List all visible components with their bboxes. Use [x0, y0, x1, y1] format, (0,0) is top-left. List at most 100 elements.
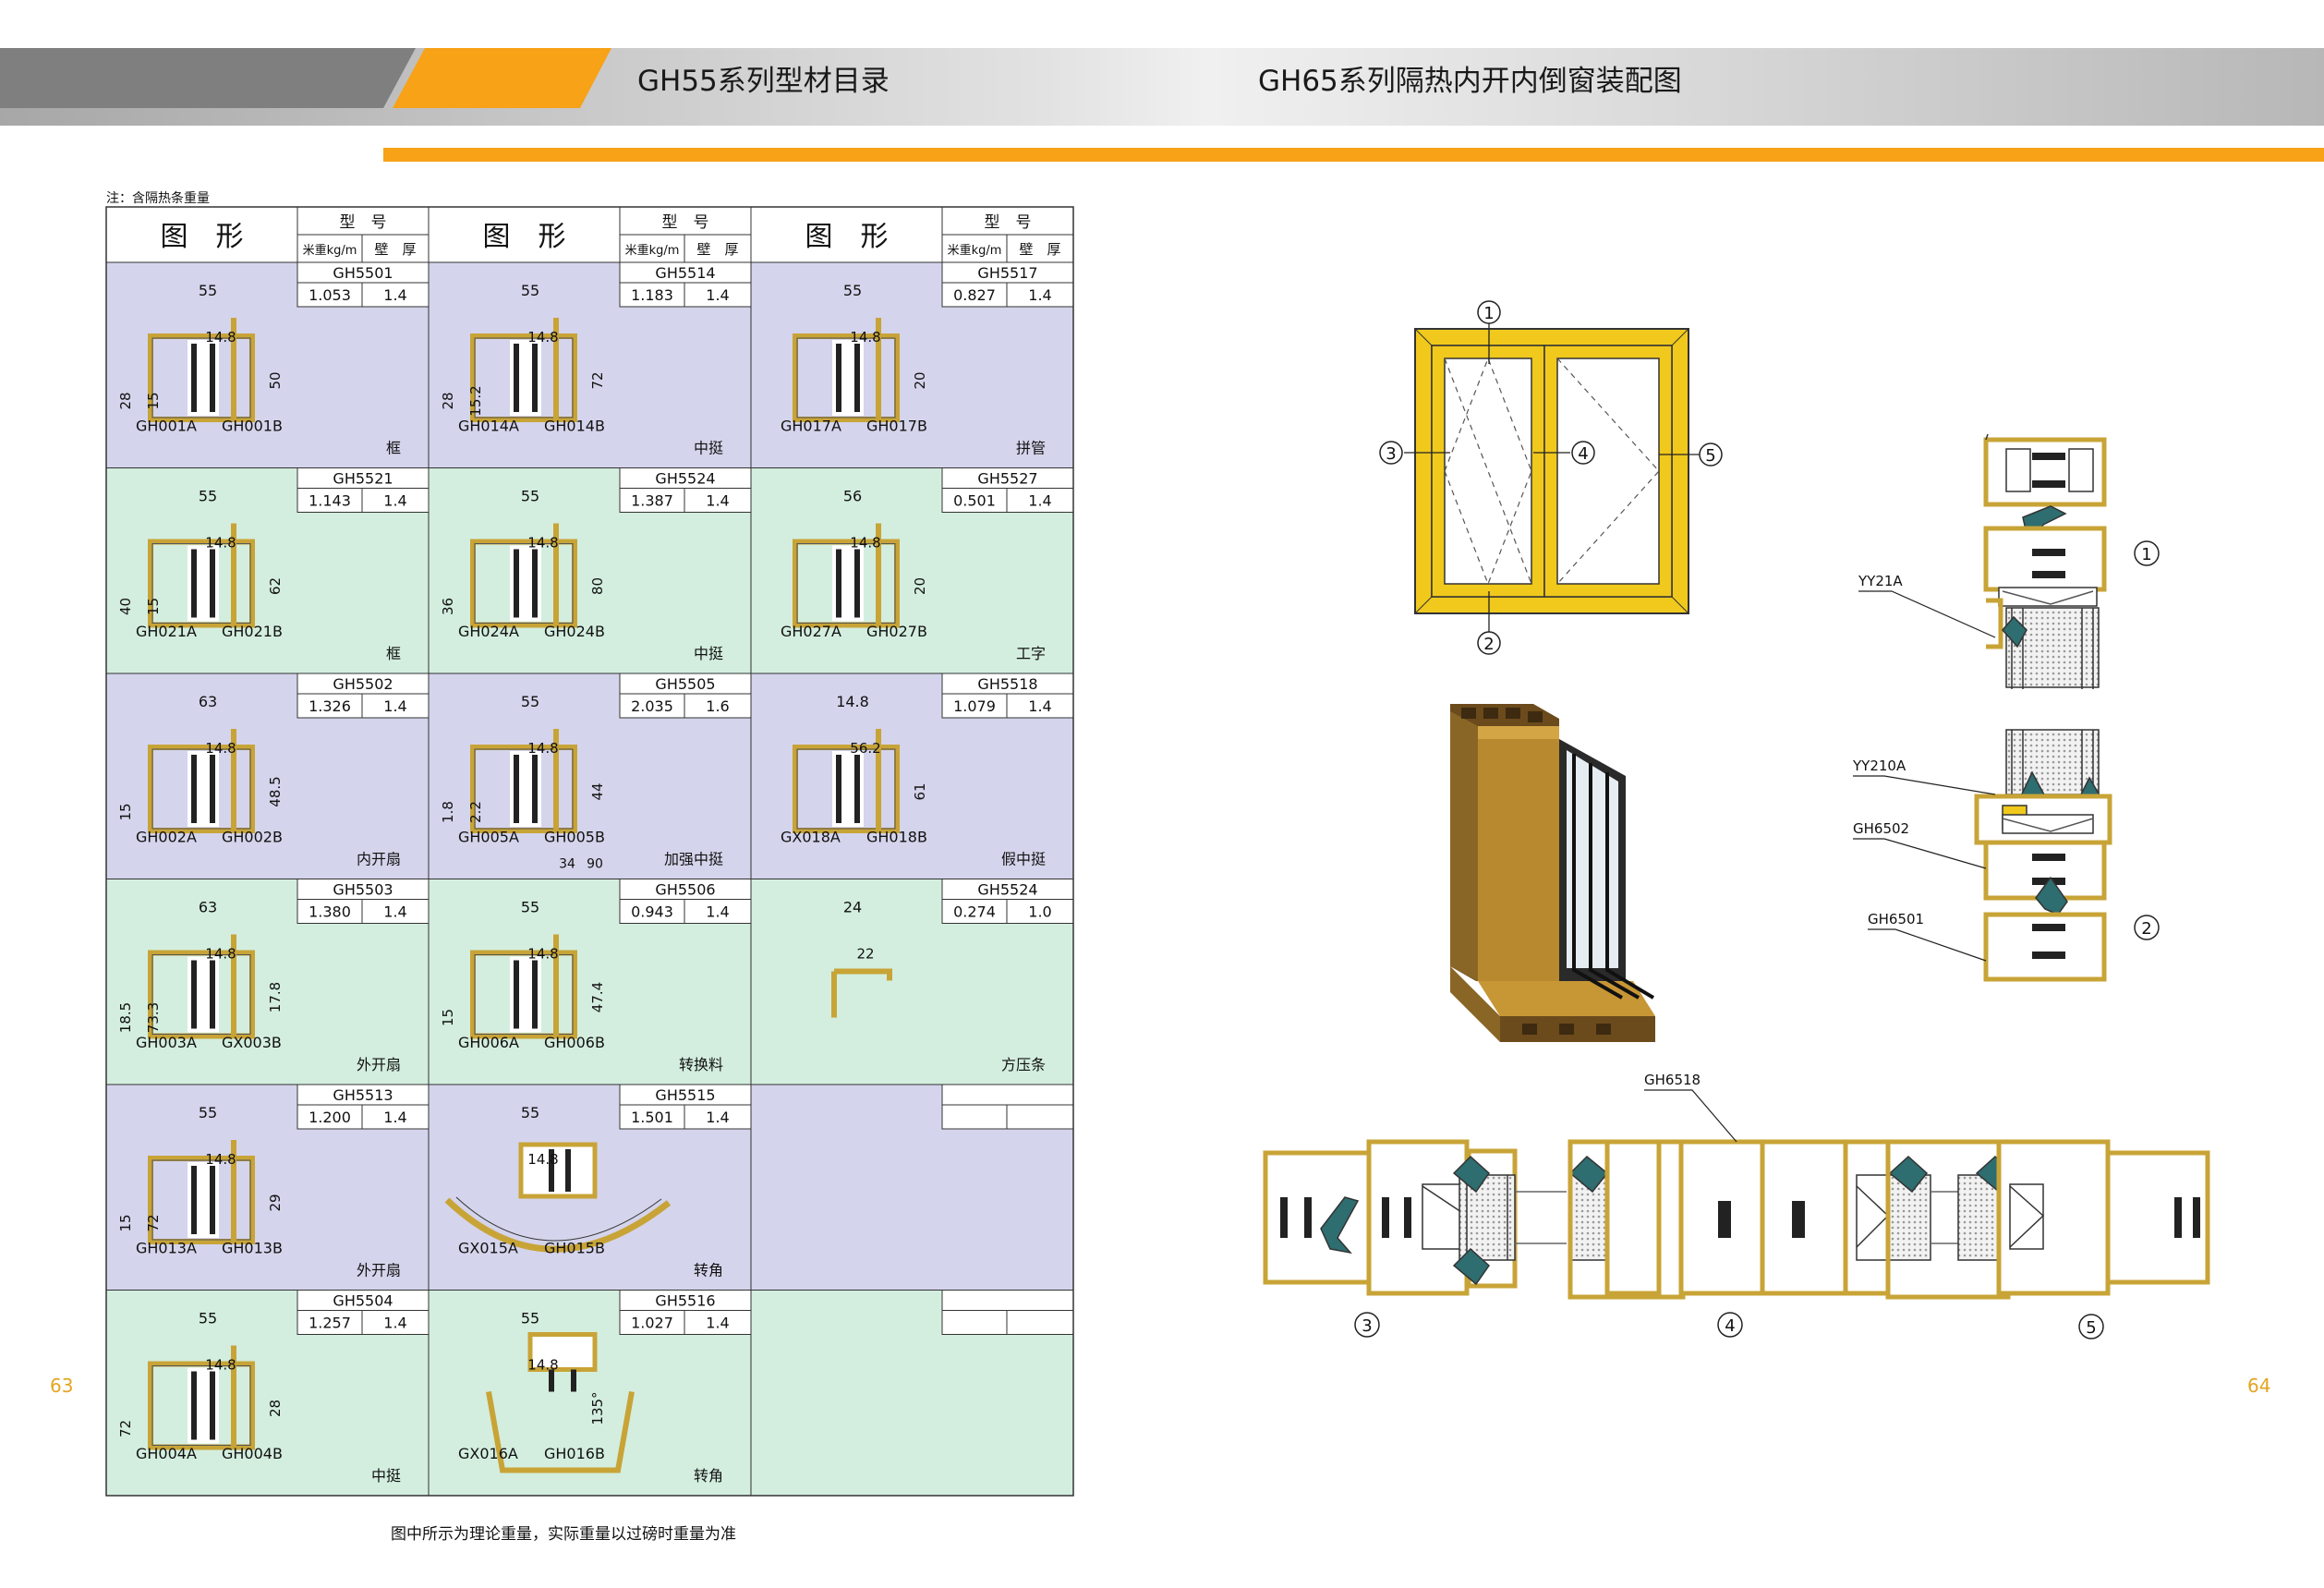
- dim-inner: 2.2: [467, 801, 484, 823]
- part-code-a: GX015A: [458, 1240, 518, 1257]
- profile-name: 框: [386, 645, 401, 662]
- profile-outline-inner: [474, 748, 574, 830]
- dim-width: 63: [199, 693, 217, 710]
- dim-side: 36: [440, 598, 456, 615]
- part-code-b: GX003B: [222, 1034, 282, 1051]
- thickness-value: 1.4: [1028, 697, 1051, 715]
- model-code: GH5521: [333, 470, 393, 488]
- dim-side: 15: [117, 1214, 134, 1231]
- profile-outline-inner: [151, 748, 251, 830]
- svg-text:5: 5: [2086, 1318, 2096, 1338]
- part-code-a: GH002A: [136, 829, 197, 846]
- left-page-title: GH55系列型材目录: [637, 65, 890, 98]
- profile-name: 中挺: [694, 440, 723, 457]
- thickness-value: 1.4: [706, 286, 729, 304]
- part-code-b: GH004B: [222, 1445, 283, 1462]
- part-code-b: GH021B: [222, 623, 283, 640]
- header-model-label: 型 号: [340, 213, 387, 232]
- model-box: [297, 261, 430, 308]
- dim-height: 62: [267, 577, 284, 595]
- thermal-strip: [532, 549, 538, 618]
- profile-outline: [148, 1361, 255, 1450]
- header-figure-label: 图 形: [805, 221, 889, 253]
- weight-value: 0.827: [953, 286, 996, 304]
- dim-height: 20: [912, 577, 928, 595]
- profile-name: 外开扇: [357, 1056, 401, 1073]
- header-weight-label: 米重kg/m: [625, 243, 680, 258]
- header-weight-label: 米重kg/m: [303, 243, 357, 258]
- thickness-value: 1.4: [706, 1109, 729, 1126]
- svg-text:3: 3: [1362, 1316, 1372, 1336]
- catalog-row-bg: [106, 879, 1073, 1085]
- dim-inner: 15: [145, 598, 162, 615]
- glazing-bead: [831, 968, 892, 1018]
- thermal-strip: [514, 344, 519, 412]
- window-elevation: [1404, 318, 1700, 636]
- dim-height: 135°: [589, 1391, 606, 1424]
- assembly-drawing: YY21A YY210A GH6502 GH6501 GH6518 1 2 3 …: [1263, 300, 2210, 1339]
- weight-value: 1.380: [309, 903, 351, 921]
- weight-value: 1.501: [631, 1109, 673, 1126]
- dim-inner: 15.2: [467, 385, 484, 416]
- profile-drawing: [793, 318, 900, 422]
- profile-name: 拼管: [1016, 440, 1046, 457]
- thickness-value: 1.4: [383, 1109, 406, 1126]
- model-code: GH5524: [977, 881, 1037, 899]
- profile-outline: [148, 333, 255, 422]
- profile-name: 框: [386, 440, 401, 457]
- part-code-a: GH006A: [458, 1034, 519, 1051]
- dim-height: 48.5: [267, 776, 284, 806]
- label-gh6501: GH6501: [1868, 911, 1924, 927]
- dim-width: 63: [199, 899, 217, 916]
- header-model-label: 型 号: [985, 213, 1032, 232]
- dim-height: 44: [589, 782, 606, 800]
- header-thickness-label: 壁 厚: [696, 241, 738, 258]
- model-box: [941, 261, 1074, 308]
- profile-outline-inner: [474, 337, 574, 418]
- catalog-header-bg: [106, 207, 1073, 262]
- svg-text:4: 4: [1725, 1316, 1735, 1336]
- part-code-b: GH016B: [544, 1445, 605, 1462]
- profile-drawing: [444, 1142, 672, 1253]
- thickness-value: 1.6: [706, 697, 729, 715]
- dim-height: 17.8: [267, 982, 284, 1012]
- thickness-value: 1.4: [706, 903, 729, 921]
- dim-width: 55: [199, 1104, 217, 1121]
- svg-text:2: 2: [1483, 635, 1494, 654]
- dim-width: 55: [521, 899, 539, 916]
- dim-width: 55: [521, 693, 539, 710]
- dim-thermal: 14.8: [527, 740, 558, 757]
- dim-thermal: 14.8: [205, 740, 236, 757]
- profile-outline: [793, 745, 900, 833]
- thermal-strip: [191, 755, 197, 823]
- dim-extra: 34: [559, 857, 575, 872]
- marker-4-elevation: 4: [1571, 441, 1595, 465]
- label-gh6502: GH6502: [1853, 820, 1909, 837]
- dim-side: 28: [117, 392, 134, 409]
- profile-name: 转角: [694, 1262, 723, 1279]
- catalog-row-bg: [106, 673, 1073, 879]
- weight-value: 0.501: [953, 492, 996, 510]
- profile-drawing: [486, 1332, 635, 1473]
- part-code-b: GH017B: [866, 418, 927, 435]
- weight-value: 1.079: [953, 697, 996, 715]
- dim-inner: 72: [145, 1214, 162, 1231]
- part-code-a: GH027A: [781, 623, 841, 640]
- part-code-a: GH004A: [136, 1445, 197, 1462]
- dim-height: 72: [589, 371, 606, 389]
- marker-3-elevation: 3: [1379, 441, 1403, 465]
- header-graphics: [0, 48, 611, 108]
- profile-drawing: [470, 934, 577, 1039]
- dim-height: 80: [589, 577, 606, 595]
- part-code-a: GH024A: [458, 623, 519, 640]
- model-box: [941, 1084, 1074, 1130]
- thermal-strip: [514, 549, 519, 618]
- profile-outline: [470, 333, 577, 422]
- part-code-a: GH001A: [136, 418, 197, 435]
- svg-text:2: 2: [2141, 919, 2151, 939]
- model-box: [941, 1290, 1074, 1335]
- dim-thermal: 14.8: [205, 946, 236, 963]
- model-code: GH5513: [333, 1086, 393, 1104]
- thickness-value: 1.4: [383, 492, 406, 510]
- dim-height: 61: [912, 782, 928, 800]
